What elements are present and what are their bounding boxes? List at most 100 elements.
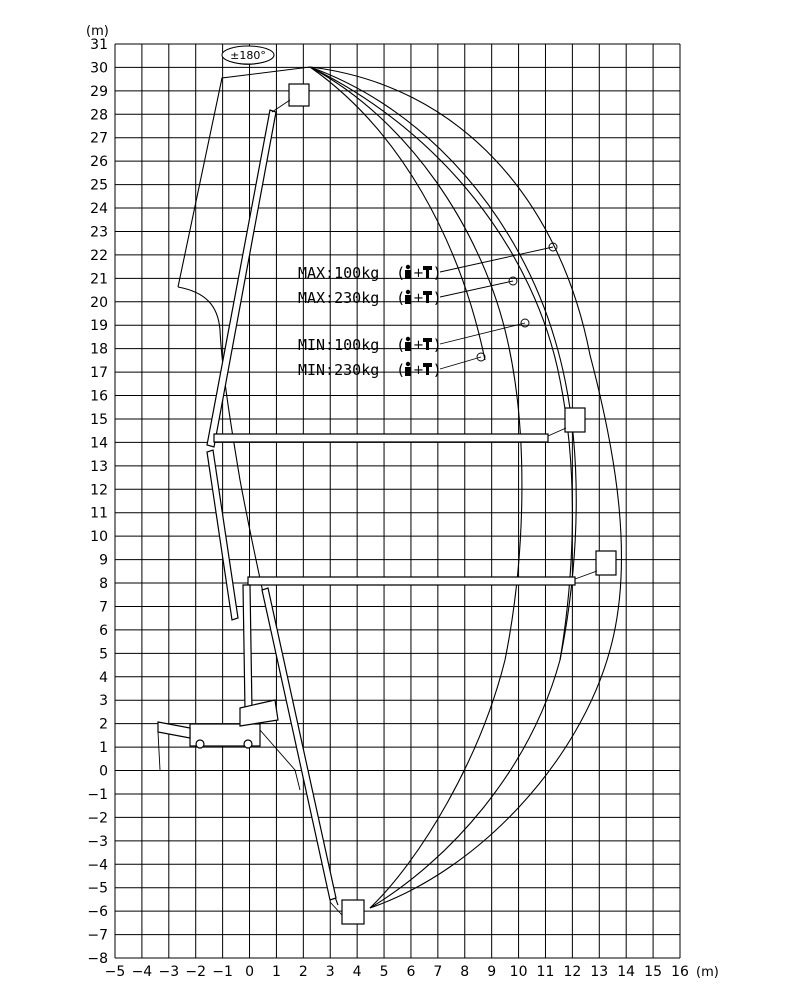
y-tick-label: −7 xyxy=(87,928,108,944)
y-tick-label: 3 xyxy=(99,693,108,709)
load-label-text: MIN:230kg xyxy=(298,361,379,379)
tool-icon xyxy=(423,363,432,375)
y-tick-label: 7 xyxy=(99,599,108,615)
platform-basket-top xyxy=(288,83,310,107)
x-tick-label: 0 xyxy=(245,964,254,980)
y-tick-label: 13 xyxy=(90,459,108,475)
paren-icon: ( xyxy=(398,336,404,354)
y-tick-label: 6 xyxy=(99,623,108,639)
x-tick-label: 13 xyxy=(590,964,608,980)
y-tick-label: 21 xyxy=(90,271,108,287)
load-label-min-230: MIN:230kg xyxy=(298,361,379,379)
boom-horizontal-14m xyxy=(213,433,549,443)
x-tick-label: 3 xyxy=(326,964,335,980)
x-tick-label: −4 xyxy=(132,964,153,980)
y-tick-label: 22 xyxy=(90,248,108,264)
x-tick-label: 12 xyxy=(563,964,581,980)
paren-icon: ( xyxy=(398,264,404,282)
x-tick-label: −1 xyxy=(212,964,233,980)
x-tick-label: 2 xyxy=(299,964,308,980)
y-tick-label: 4 xyxy=(99,670,108,686)
person-icon xyxy=(405,336,411,351)
platform-basket-8m xyxy=(595,550,617,576)
y-tick-label: 18 xyxy=(90,342,108,358)
curve-min-230 xyxy=(309,66,486,361)
y-tick-label: 24 xyxy=(90,201,108,217)
y-tick-label: 1 xyxy=(99,740,108,756)
y-tick-label: −2 xyxy=(87,810,108,826)
plus-icon: + xyxy=(413,363,424,378)
y-tick-label: 29 xyxy=(90,84,108,100)
grid xyxy=(114,43,681,959)
y-tick-label: 26 xyxy=(90,154,108,170)
x-tick-label: 10 xyxy=(510,964,528,980)
person-icon xyxy=(405,361,411,376)
load-label-min-100: MIN:100kg xyxy=(298,336,379,354)
y-tick-label: 19 xyxy=(90,318,108,334)
x-tick-label: 15 xyxy=(644,964,662,980)
load-labels: MAX:100kg MAX:230kg MIN:100kg MIN:230kg xyxy=(298,264,379,379)
load-label-max-230: MAX:230kg xyxy=(298,289,379,307)
platform-basket-14m xyxy=(564,407,586,433)
y-tick-label: −3 xyxy=(87,834,108,850)
x-tick-label: 9 xyxy=(487,964,496,980)
y-tick-label: 9 xyxy=(99,553,108,569)
y-tick-label: 11 xyxy=(90,506,108,522)
x-tick-label: 4 xyxy=(353,964,362,980)
y-tick-label: 0 xyxy=(99,764,108,780)
x-tick-label: −2 xyxy=(185,964,206,980)
y-tick-label: 14 xyxy=(90,435,108,451)
paren-icon: ) xyxy=(434,361,440,379)
y-axis-unit: (m) xyxy=(86,24,109,39)
boom-horizontal-8m xyxy=(247,576,576,586)
plus-icon: + xyxy=(413,291,424,306)
y-tick-label: 20 xyxy=(90,295,108,311)
y-tick-label: 25 xyxy=(90,178,108,194)
load-label-text: MAX:230kg xyxy=(298,289,379,307)
x-tick-label: −3 xyxy=(158,964,179,980)
x-tick-label: 16 xyxy=(671,964,689,980)
y-tick-label: −4 xyxy=(87,857,108,873)
x-tick-label: 7 xyxy=(433,964,442,980)
paren-icon: ) xyxy=(434,289,440,307)
y-tick-label: 31 xyxy=(90,37,108,53)
boom-column xyxy=(242,584,253,711)
x-tick-label: 14 xyxy=(617,964,635,980)
plus-icon: + xyxy=(413,338,424,353)
load-label-max-100: MAX:100kg xyxy=(298,264,379,282)
tool-icon xyxy=(423,291,432,303)
y-tick-label: −8 xyxy=(87,951,108,967)
y-tick-label: 17 xyxy=(90,365,108,381)
y-tick-label: 8 xyxy=(99,576,108,592)
paren-icon: ( xyxy=(398,289,404,307)
y-tick-label: −1 xyxy=(87,787,108,803)
x-tick-label: 1 xyxy=(272,964,281,980)
person-icon xyxy=(405,264,411,279)
machine-base xyxy=(157,699,301,791)
tool-icon xyxy=(423,338,432,350)
boom-negative-reach xyxy=(261,587,337,901)
load-icons: (+)(+)(+)(+) xyxy=(398,264,440,379)
load-pointers xyxy=(439,242,558,370)
load-label-text: MIN:100kg xyxy=(298,336,379,354)
curve-max-230 xyxy=(309,66,523,909)
y-tick-label: 27 xyxy=(90,131,108,147)
x-axis-unit: (m) xyxy=(696,965,719,980)
rotation-label: ±180° xyxy=(230,49,266,62)
x-tick-label: 6 xyxy=(406,964,415,980)
y-tick-label: −5 xyxy=(87,881,108,897)
load-label-text: MAX:100kg xyxy=(298,264,379,282)
person-icon xyxy=(405,289,411,304)
y-tick-label: 28 xyxy=(90,107,108,123)
paren-icon: ( xyxy=(398,361,404,379)
y-tick-label: 30 xyxy=(90,60,108,76)
y-tick-label: 12 xyxy=(90,482,108,498)
paren-icon: ) xyxy=(434,264,440,282)
y-tick-label: 16 xyxy=(90,389,108,405)
y-tick-label: 10 xyxy=(90,529,108,545)
boom-lower-section xyxy=(206,449,239,621)
platform-basket-bottom xyxy=(341,899,365,925)
y-tick-label: 15 xyxy=(90,412,108,428)
y-tick-label: 23 xyxy=(90,224,108,240)
